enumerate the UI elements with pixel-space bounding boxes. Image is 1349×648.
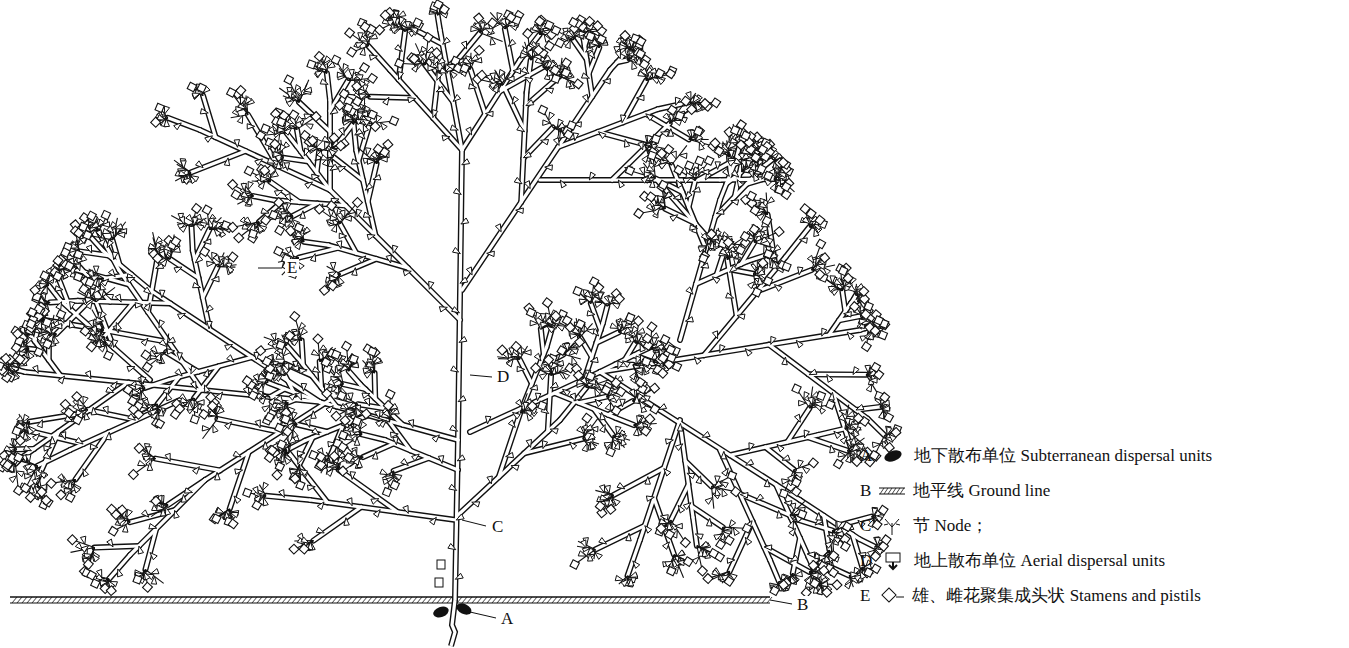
legend-letter: E (860, 586, 870, 606)
legend-text: 节 Node； (913, 514, 988, 537)
stems (0, 8, 894, 646)
legend-row: E 雄、雌花聚集成头状 Stamens and pistils (860, 578, 1212, 613)
legend-text: 地上散布单位 Aerial dispersal units (914, 549, 1165, 572)
callout-letter: C (490, 518, 505, 535)
leaves (0, 5, 897, 595)
callout-letter: D (495, 368, 511, 385)
callout-letter: E (285, 259, 299, 276)
flower-heads (0, 0, 902, 598)
leader-lines (258, 268, 792, 618)
legend-text: 地下散布单位 Subterranean dispersal units (914, 444, 1212, 467)
callout-letter: A (499, 610, 515, 627)
legend: A 地下散布单位 Subterranean dispersal unitsB 地平线… (860, 438, 1212, 613)
legend-symbol (877, 480, 907, 502)
legend-symbol (876, 585, 906, 607)
legend-symbol (878, 550, 908, 572)
legend-letter: C (860, 516, 871, 536)
legend-row: B 地平线 Ground line (860, 473, 1212, 508)
legend-row: D 地上散布单位 Aerial dispersal units (860, 543, 1212, 578)
ground-line (10, 597, 772, 619)
legend-text: 雄、雌花聚集成头状 Stamens and pistils (912, 584, 1201, 607)
legend-row: C 节 Node； (860, 508, 1212, 543)
legend-row: A 地下散布单位 Subterranean dispersal units (860, 438, 1212, 473)
callout-letter: B (795, 596, 810, 613)
legend-letter: A (860, 446, 872, 466)
legend-letter: D (860, 551, 872, 571)
legend-symbol (878, 445, 908, 467)
legend-letter: B (860, 481, 871, 501)
legend-text: 地平线 Ground line (913, 479, 1050, 502)
legend-symbol (877, 515, 907, 537)
